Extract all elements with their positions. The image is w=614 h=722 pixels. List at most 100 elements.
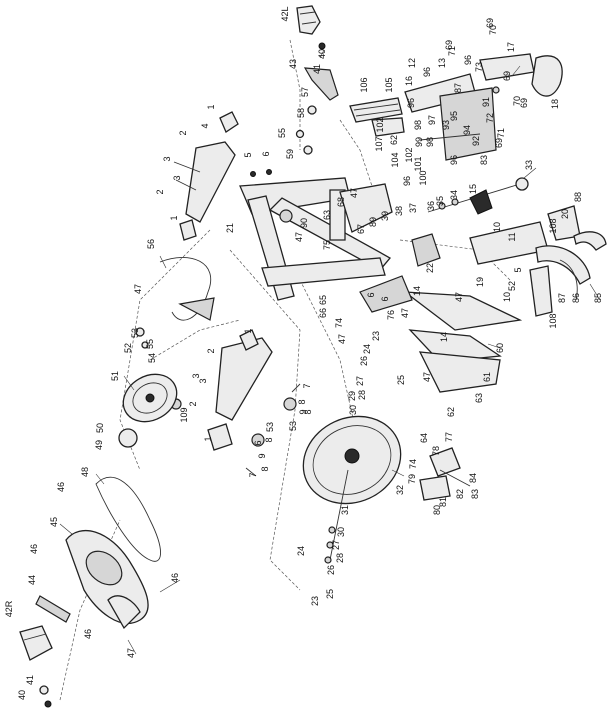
part-number-callout: 28 (357, 390, 367, 400)
part-number-callout: 47 (126, 648, 136, 658)
part-number-callout: 23 (371, 331, 381, 341)
part-number-callout: 54 (147, 353, 157, 363)
part-number-callout: 80 (432, 505, 442, 515)
part-number-callout: 7 (302, 383, 312, 388)
part-number-callout: 90 (299, 218, 309, 228)
part-number-callout: 32 (395, 485, 405, 495)
part-number-callout: 108 (548, 313, 558, 328)
part-number-callout: 18 (550, 99, 560, 109)
part-number-callout: 83 (479, 155, 489, 165)
part-number-callout: 37 (408, 203, 418, 213)
part-number-callout: 53 (265, 422, 275, 432)
part-number-callout: 2 (188, 401, 198, 406)
part-number-callout: 5 (243, 152, 253, 157)
part-number-callout: 51 (110, 371, 120, 381)
part-number-callout: 98 (425, 137, 435, 147)
part-number-callout: 9 (257, 453, 267, 458)
part-number-callout: 106 (359, 77, 369, 92)
part-number-callout: 46 (170, 573, 180, 583)
part-number-callout: 9 (298, 409, 308, 414)
part-number-callout: 47 (422, 372, 432, 382)
part-number-callout: 8 (297, 399, 307, 404)
part-number-callout: 14 (412, 286, 422, 296)
part-number-callout: 68 (336, 197, 346, 207)
part-number-callout: 88 (573, 192, 583, 202)
part-number-callout: 19 (475, 277, 485, 287)
part-number-callout: 4 (200, 123, 210, 128)
part-number-callout: 47 (133, 284, 143, 294)
part-number-callout: 13 (437, 58, 447, 68)
part-number-callout: 55 (145, 339, 155, 349)
part-number-callout: 27 (331, 540, 341, 550)
main-frame (239, 177, 393, 301)
part-number-callout: 69 (494, 138, 504, 148)
resistance-knob (411, 177, 529, 267)
part-number-callout: 1 (203, 436, 213, 441)
part-number-callout: 2 (155, 189, 165, 194)
part-number-callout: 92 (471, 136, 481, 146)
part-number-callout: 43 (288, 59, 298, 69)
part-number-callout: 35 (435, 196, 445, 206)
part-number-callout: 34 (449, 190, 459, 200)
part-number-callout: 87 (557, 293, 567, 303)
part-number-callout: 28 (335, 553, 345, 563)
part-number-callout: 17 (506, 42, 516, 52)
part-number-callout: 47 (294, 232, 304, 242)
part-number-callout: 3 (198, 378, 208, 383)
part-number-callout: 102 (375, 117, 385, 132)
part-number-callout: 70 (512, 96, 522, 106)
part-number-callout: 73 (474, 62, 484, 72)
part-number-callout: 78 (431, 446, 441, 456)
crank-pulley (118, 257, 215, 448)
part-number-callout: 57 (300, 87, 310, 97)
part-number-callout: 91 (481, 97, 491, 107)
part-number-callout: 30 (348, 405, 358, 415)
part-number-callout: 25 (325, 589, 335, 599)
brake-assembly (419, 447, 471, 501)
part-number-callout: 61 (482, 372, 492, 382)
part-number-callout: 16 (404, 76, 414, 86)
part-number-callout: 82 (455, 489, 465, 499)
belt-guard (359, 275, 523, 393)
part-number-callout: 29 (347, 391, 357, 401)
part-number-callout: 8 (303, 409, 313, 414)
part-number-callout: 67 (356, 224, 366, 234)
part-number-callout: 109 (179, 407, 189, 422)
part-number-callout: 40 (17, 690, 27, 700)
left-pedal (295, 5, 339, 155)
part-number-callout: 71 (496, 128, 506, 138)
part-number-callout: 15 (468, 184, 478, 194)
part-number-callout: 76 (386, 310, 396, 320)
part-number-callout: 45 (49, 517, 59, 527)
part-number-callout: 69 (485, 18, 495, 28)
part-number-callout: 3 (162, 156, 172, 161)
part-number-callout: 96 (402, 176, 412, 186)
front-stabilizer (173, 111, 272, 241)
part-number-callout: 41 (312, 64, 322, 74)
part-number-callout: 41 (25, 675, 35, 685)
part-number-callout: 7 (248, 472, 258, 477)
part-number-callout: 56 (146, 239, 156, 249)
part-number-callout: 104 (390, 152, 400, 167)
part-number-callout: 47 (400, 308, 410, 318)
part-number-callout: 79 (407, 474, 417, 484)
part-number-callout: 86 (571, 293, 581, 303)
part-number-callout: 25 (396, 375, 406, 385)
part-number-callout: 81 (438, 497, 448, 507)
part-number-callout: 52 (123, 343, 133, 353)
part-number-callout: 97 (427, 115, 437, 125)
part-number-callout: 26 (359, 356, 369, 366)
part-number-callout: 62 (446, 407, 456, 417)
part-number-callout: 5 (513, 267, 523, 272)
part-number-callout: 24 (362, 344, 372, 354)
part-number-callout: 60 (495, 343, 505, 353)
part-number-callout: 69 (519, 98, 529, 108)
part-number-callout: 64 (419, 433, 429, 443)
part-number-callout: 6 (253, 440, 263, 445)
part-number-callout: 8 (264, 437, 274, 442)
part-number-callout: 101 (413, 156, 423, 171)
part-number-callout: 40 (317, 49, 327, 59)
part-number-callout: 89 (368, 217, 378, 227)
